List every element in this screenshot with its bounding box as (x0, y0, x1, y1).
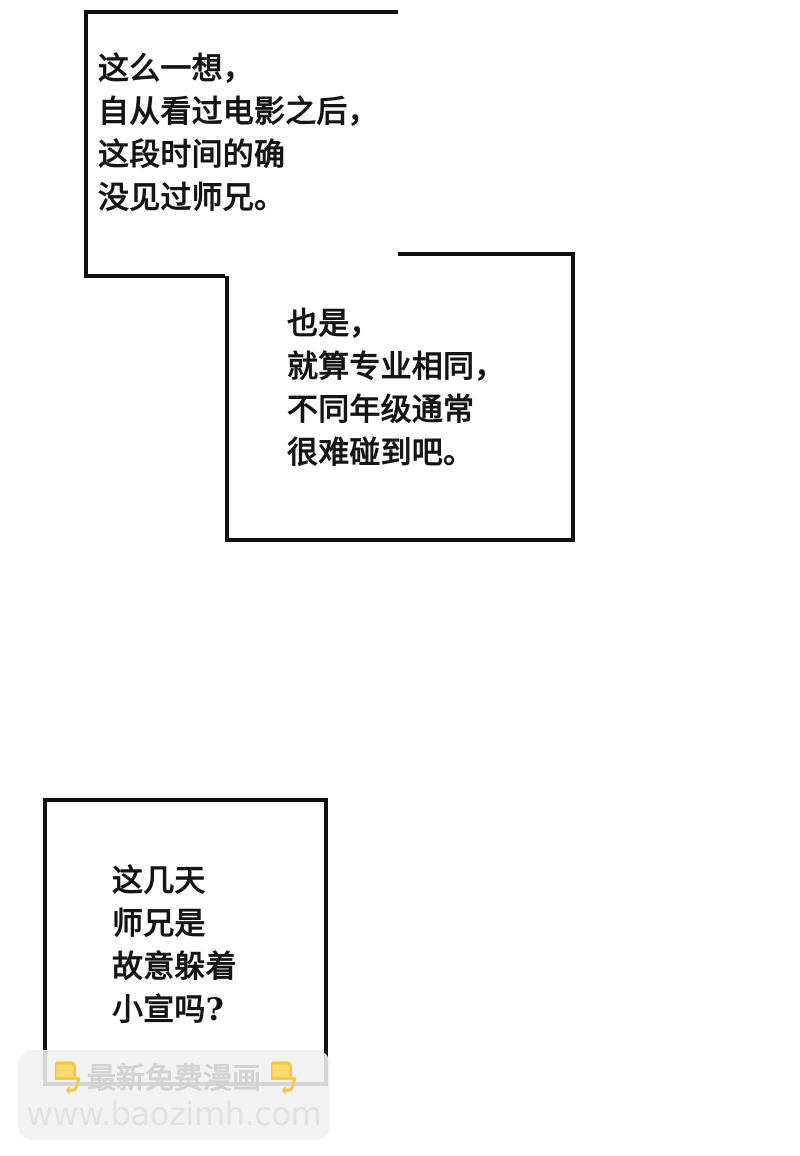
bubble-2-top-border (398, 252, 575, 256)
speech-bubble-1 (84, 10, 398, 278)
bubble-1-top-border (84, 10, 398, 14)
speech-bubble-2 (225, 252, 575, 542)
bubble-3-left-border (43, 798, 47, 1086)
watermark-url-text: www.baozimh.com (26, 1095, 322, 1133)
speech-bubble-1-text: 这么一想， 自从看过电影之后， 这段时间的确 没见过师兄。 (98, 51, 379, 216)
bubble-1-left-border (84, 10, 88, 278)
pointing-down-hand-icon (271, 1061, 297, 1095)
speech-bubble-2-text: 也是， 就算专业相同， 不同年级通常 很难碰到吧。 (287, 306, 506, 471)
bubble-1-bottom-border (84, 274, 229, 278)
bubble-2-bottom-border (225, 538, 575, 542)
watermark-promo-text: 最新免费漫画 (86, 1060, 261, 1095)
bubble-2-right-border (571, 252, 575, 542)
bubble-3-right-border (324, 798, 328, 1086)
bubble-3-top-border (43, 798, 328, 802)
pointing-down-hand-icon (54, 1061, 81, 1095)
bubble-2-step-border (225, 276, 229, 280)
bubble-2-left-border (225, 276, 229, 542)
site-watermark: 最新免费漫画 www.baozimh.com (18, 1050, 330, 1140)
watermark-promo-row: 最新免费漫画 (18, 1056, 330, 1100)
speech-bubble-3-text: 这几天 师兄是 故意躲着 小宣吗? (112, 863, 237, 1028)
